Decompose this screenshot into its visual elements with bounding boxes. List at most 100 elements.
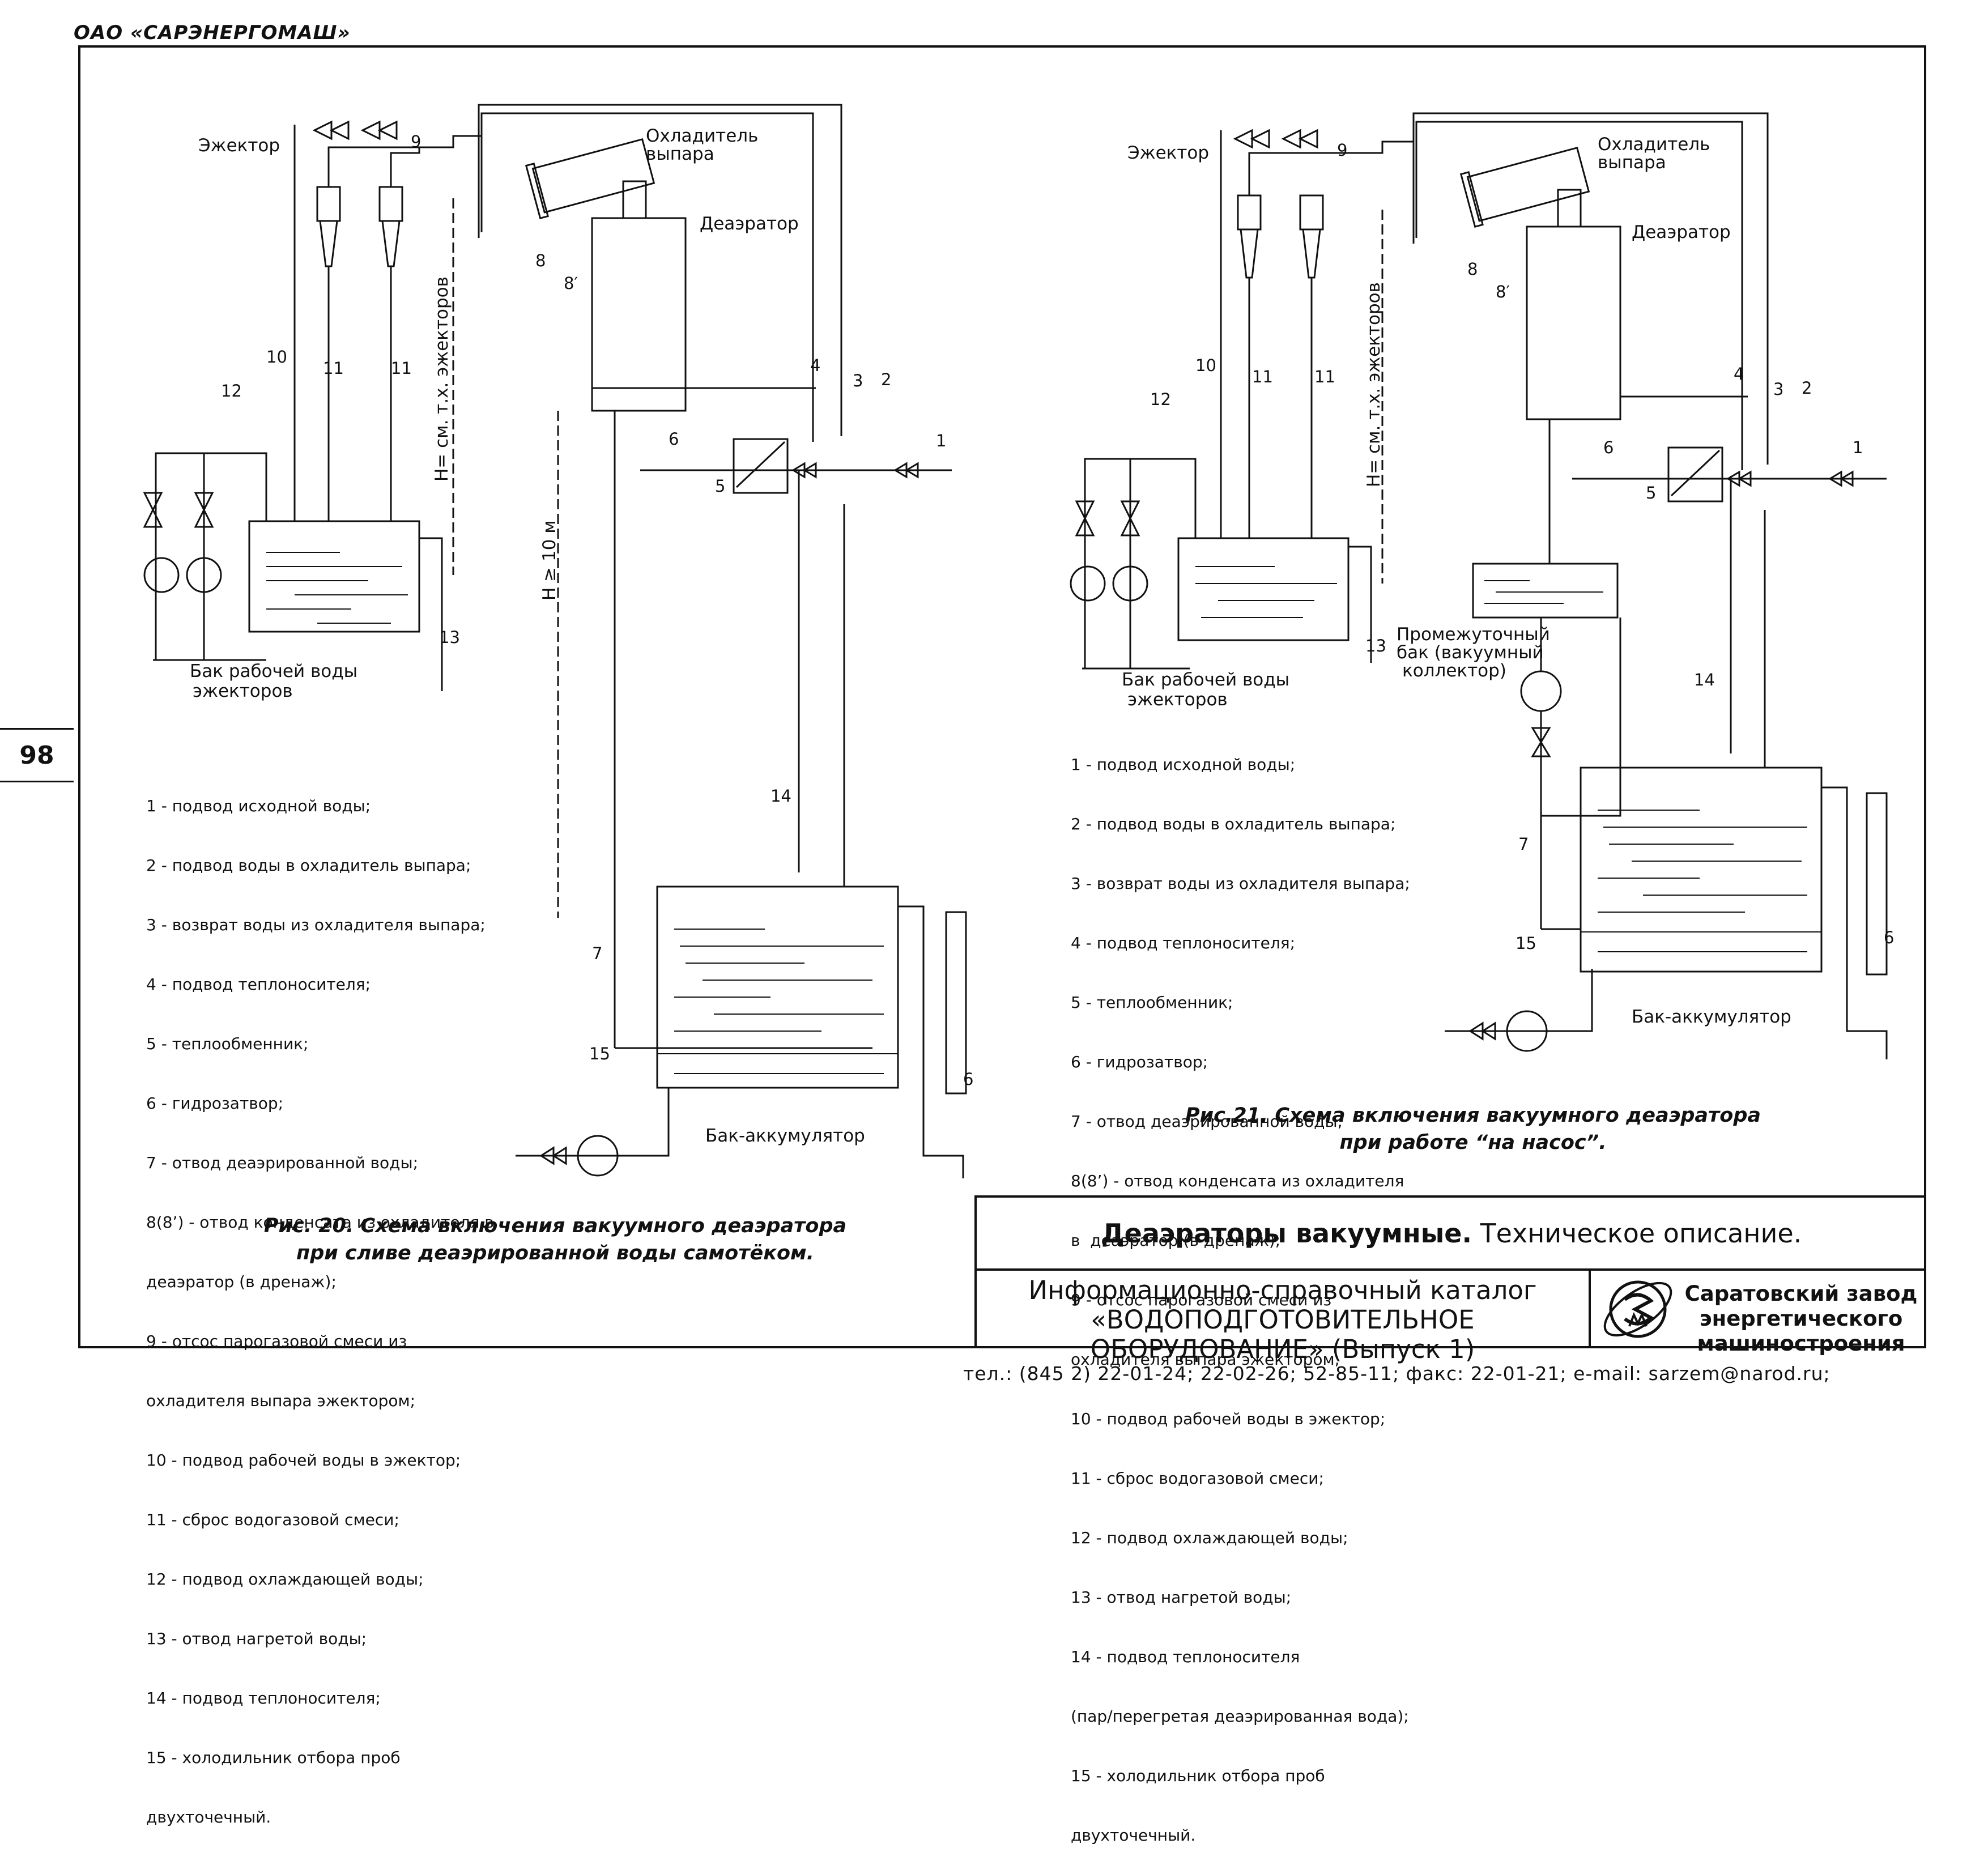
legend-20-item: охладителя выпара эжектором; [146,1391,416,1410]
num-21-9: 9 [1337,140,1347,160]
vapour-cooler [525,138,655,220]
cooler-loop-inner [480,112,814,442]
num-21-14: 14 [1694,670,1715,689]
tank-label-21-l1: Бак рабочей воды [1122,670,1289,690]
legend-20-item: деаэратор (в дренаж); [146,1272,337,1291]
intermediate-label-l3: коллектор) [1402,661,1506,681]
caption-fig21-line2: при работе “на насос”. [1339,1131,1607,1154]
legend-21-item: охладителя выпара эжектором; [1071,1350,1340,1369]
catalog-line2: «ВОДОПОДГОТОВИТЕЛЬНОЕ [1091,1305,1475,1335]
legend-20-item: 3 - возврат воды из охладителя выпара; [146,916,486,934]
factory-line1: Саратовский завод [1684,1281,1918,1306]
ejector-label-21: Эжектор [1127,143,1209,163]
legend-20-item: 14 - подвод теплоносителя; [146,1689,381,1708]
num-21-12: 12 [1150,390,1171,409]
deaerator-neck [622,180,647,219]
num-20-5: 5 [715,476,725,496]
caption-fig21: Рис.21. Схема включения вакуумного деаэр… [1105,1102,1841,1156]
accumulator-tank-21 [1580,767,1823,973]
num-20-8prime: 8′ [564,274,578,293]
caption-fig20-line2: при сливе деаэрированной воды самотёком. [296,1242,814,1264]
legend-21-item: 2 - подвод воды в охладитель выпара; [1071,815,1396,833]
accumulator-label-21: Бак-аккумулятор [1632,1007,1791,1027]
num-21-8: 8 [1467,259,1478,279]
tank-label-21-l2: эжекторов [1127,689,1228,710]
figure-20-diagram: Эжектор Охладитель выпара Деаэратор Бак … [143,104,973,1178]
num-20-4: 4 [810,356,820,375]
deaerator-label-21: Деаэратор [1632,222,1731,242]
num-20-6b: 6 [963,1070,973,1089]
cooler-loop-outer [478,104,842,436]
catalog-line3: ОБОРУДОВАНИЕ» (Выпуск 1) [1090,1334,1475,1364]
title-block-header: Деаэраторы вакуумные. Техническое описан… [977,1198,1926,1271]
factory-name: Саратовский завод энергетического машино… [1676,1281,1926,1356]
legend-20-item: 2 - подвод воды в охладитель выпара; [146,856,471,875]
legend-20-item: 10 - подвод рабочей воды в эжектор; [146,1451,461,1470]
legend-20-item: 13 - отвод нагретой воды; [146,1629,367,1648]
num-21-2: 2 [1802,378,1812,398]
num-21-15: 15 [1516,934,1536,953]
title-block: Деаэраторы вакуумные. Техническое описан… [974,1195,1926,1364]
num-20-10: 10 [266,347,287,367]
catalog-title: Информационно-справочный каталог «ВОДОПО… [977,1270,1589,1364]
legend-20-item: 8(8’) - отвод конденсата из охладителя в [146,1213,494,1232]
num-21-8prime: 8′ [1496,282,1510,301]
num-21-13: 13 [1365,636,1386,655]
accumulator-label-20: Бак-аккумулятор [705,1126,865,1146]
num-21-6: 6 [1603,438,1614,457]
caption-fig20-line1: Рис. 20. Схема включения вакуумного деаэ… [263,1215,847,1237]
company-name: ОАО «САРЭНЕРГОМАШ» [74,22,351,44]
deaerator-vessel-21 [1526,225,1621,420]
num-20-8: 8 [535,251,546,270]
num-20-12: 12 [221,381,242,401]
height-label-20: H= см. т.х. эжекторов [432,276,452,482]
factory-line3: машиностроения [1697,1331,1905,1356]
num-21-4: 4 [1734,364,1744,384]
legend-21-item: (пар/перегретая деаэрированная вода); [1071,1707,1409,1726]
legend-21-item: 8(8’) - отвод конденсата из охладителя [1071,1172,1404,1190]
caption-fig21-line1: Рис.21. Схема включения вакуумного деаэр… [1185,1104,1761,1127]
num-21-5: 5 [1646,483,1656,503]
legend-21-item: 7 - отвод деаэрированной воды; [1071,1112,1343,1131]
caption-fig20: Рис. 20. Схема включения вакуумного деаэ… [187,1212,923,1267]
catalog-line1: Информационно-справочный каталог [1028,1275,1537,1305]
legend-20-item: 5 - теплообменник; [146,1034,309,1053]
factory-logo-icon [1603,1280,1672,1338]
num-20-1: 1 [936,431,946,450]
tank-label-20-l1: Бак рабочей воды [190,661,357,682]
logo-cell [1589,1270,1926,1348]
legend-21-item: 11 - сброс водогазовой смеси; [1071,1469,1324,1488]
height-label-21: H= см. т.х. эжекторов [1364,282,1384,487]
legend-21-item: 14 - подвод теплоносителя [1071,1647,1300,1666]
num-21-11a: 11 [1252,367,1273,386]
num-20-3: 3 [853,371,863,390]
num-21-7: 7 [1518,834,1529,854]
cooler-label-20-l2: выпара [646,144,714,164]
tank-label-20-l2: эжекторов [193,681,293,701]
legend-21-item: 9 - отсос парогазовой смеси из [1071,1291,1332,1309]
doc-title-rest: Техническое описание. [1471,1217,1802,1249]
legend-21-item: 5 - теплообменник; [1071,993,1233,1012]
cooler-label-20-l1: Охладитель [646,126,758,146]
page-number: 98 [0,728,74,782]
num-20-15: 15 [589,1044,610,1063]
legend-21-item: в деаэратор (в дренаж); [1071,1231,1281,1250]
legend-21-item: 13 - отвод нагретой воды; [1071,1588,1292,1607]
legend-21-item: двухточечный. [1071,1826,1196,1845]
legend-21-item: 10 - подвод рабочей воды в эжектор; [1071,1410,1386,1428]
ejector-label-20: Эжектор [198,135,280,156]
factory-line2: энергетического [1699,1306,1903,1331]
num-21-11b: 11 [1314,367,1335,386]
legend-20-item: 11 - сброс водогазовой смеси; [146,1510,399,1529]
accumulator-tank [656,885,899,1089]
legend-20: 1 - подвод исходной воды; 2 - подвод вод… [146,756,494,1847]
legend-20-item: 7 - отвод деаэрированной воды; [146,1153,419,1172]
num-20-11a: 11 [323,359,344,378]
num-20-2: 2 [881,370,891,389]
intermediate-label-l1: Промежуточный [1397,624,1550,645]
deaerator-label-20: Деаэратор [700,214,799,234]
legend-21-item: 1 - подвод исходной воды; [1071,755,1296,774]
num-20-11b: 11 [391,359,412,378]
num-21-10: 10 [1195,356,1216,375]
num-21-1: 1 [1853,438,1863,457]
